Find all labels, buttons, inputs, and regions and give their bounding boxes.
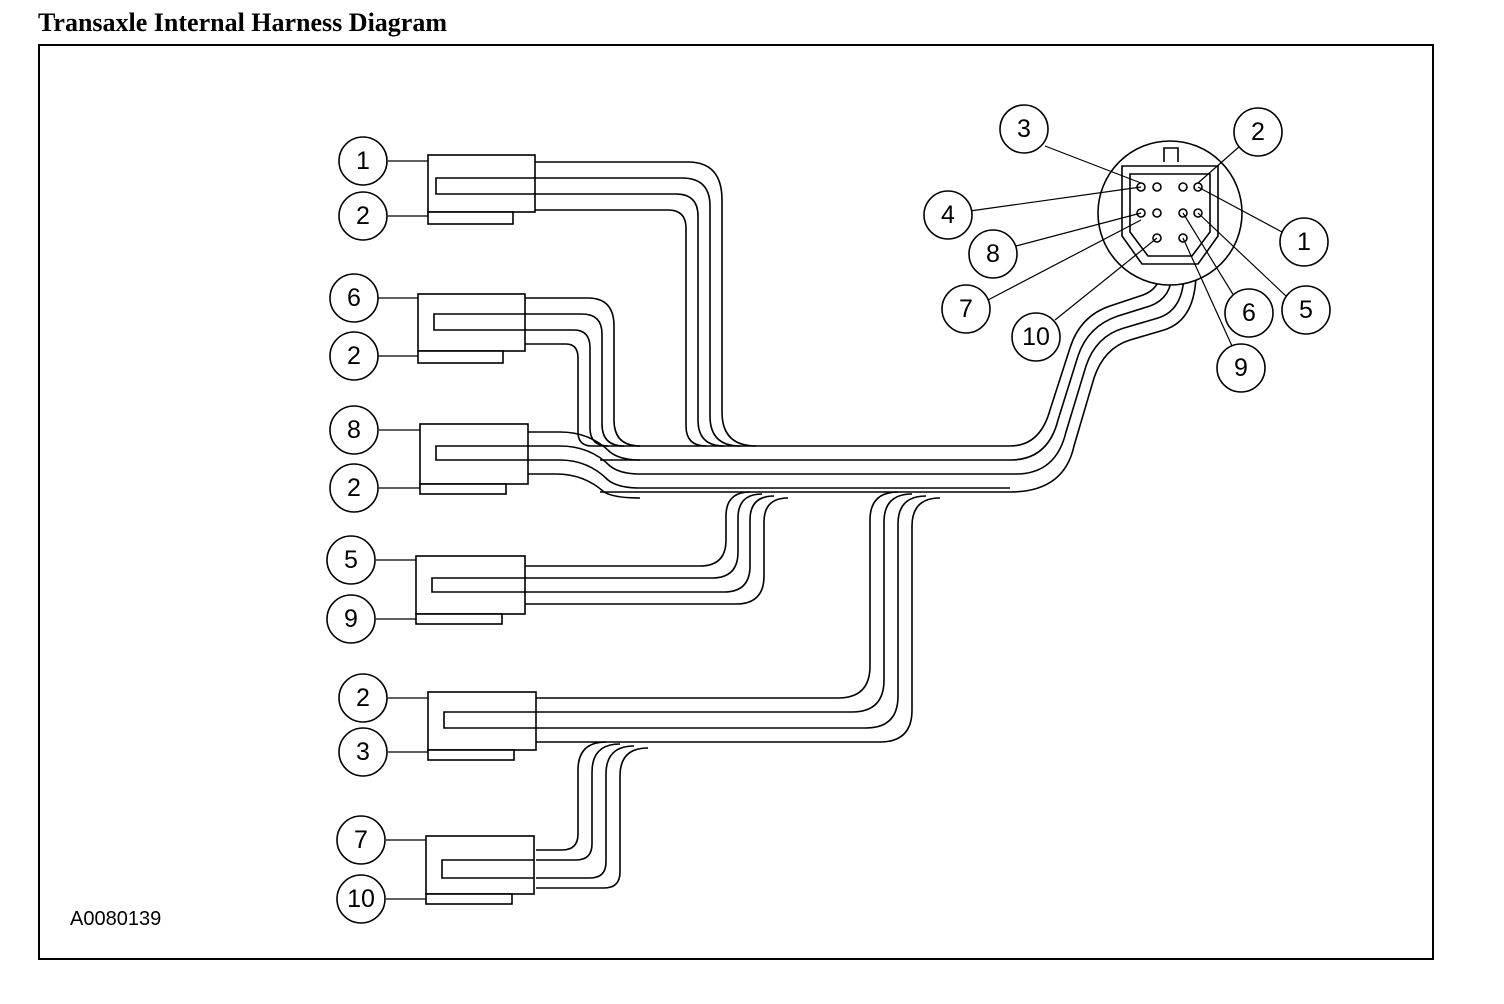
connector-4-callouts: 5 9 xyxy=(326,535,376,644)
harness-wires xyxy=(525,161,1197,889)
svg-text:7: 7 xyxy=(354,826,368,854)
page-title: Transaxle Internal Harness Diagram xyxy=(38,8,447,37)
pin-callout: 9 xyxy=(1216,343,1266,393)
pin-callout: 7 xyxy=(336,815,386,865)
svg-text:3: 3 xyxy=(356,738,370,766)
pin-callout: 5 xyxy=(1281,285,1331,335)
connector-5 xyxy=(427,691,537,761)
pin-callout: 1 xyxy=(1279,217,1329,267)
svg-text:1: 1 xyxy=(1297,228,1311,256)
pin-callout: 8 xyxy=(329,405,379,455)
svg-text:6: 6 xyxy=(347,284,361,312)
pin-callout: 2 xyxy=(329,463,379,513)
connector-2 xyxy=(417,293,526,364)
svg-text:2: 2 xyxy=(1251,118,1265,146)
connector-3 xyxy=(419,423,529,495)
svg-text:9: 9 xyxy=(344,605,358,633)
connector-6-callouts: 7 10 xyxy=(336,815,386,924)
connector-1-callouts: 1 2 xyxy=(338,136,388,241)
connector-5-callouts: 2 3 xyxy=(338,673,388,777)
pin-callout: 2 xyxy=(1233,107,1283,157)
pin-callout: 6 xyxy=(1224,288,1274,338)
figure-id: A0080139 xyxy=(70,908,162,930)
svg-text:8: 8 xyxy=(347,416,361,444)
pin-callout: 2 xyxy=(338,673,388,723)
svg-text:2: 2 xyxy=(347,342,361,370)
pin-callout: 3 xyxy=(338,727,388,777)
svg-text:5: 5 xyxy=(1299,296,1313,324)
pin-callout: 8 xyxy=(968,229,1018,279)
main-connector-callouts: 3 2 4 1 8 7 5 6 xyxy=(923,104,1331,393)
svg-text:2: 2 xyxy=(356,202,370,230)
connector-1 xyxy=(427,154,536,225)
connector-6 xyxy=(425,835,535,905)
svg-text:1: 1 xyxy=(356,147,370,175)
connector-4 xyxy=(415,555,526,625)
pin-callout: 6 xyxy=(329,273,379,323)
main-connector-leaders xyxy=(969,145,1287,347)
svg-text:6: 6 xyxy=(1242,299,1256,327)
pin-callout: 2 xyxy=(329,331,379,381)
pin-callout: 10 xyxy=(336,874,386,924)
connector-leaders xyxy=(376,160,428,900)
svg-text:2: 2 xyxy=(347,474,361,502)
pin-callout: 3 xyxy=(999,104,1049,154)
svg-text:9: 9 xyxy=(1234,354,1248,382)
pin-callout: 2 xyxy=(338,191,388,241)
main-connector xyxy=(1097,140,1243,286)
svg-text:10: 10 xyxy=(347,885,375,913)
svg-text:5: 5 xyxy=(344,546,358,574)
pin-callout: 1 xyxy=(338,136,388,186)
svg-text:4: 4 xyxy=(941,201,955,229)
pin-callout: 7 xyxy=(941,284,991,334)
svg-text:3: 3 xyxy=(1017,115,1031,143)
svg-text:2: 2 xyxy=(356,684,370,712)
pin-callout: 9 xyxy=(326,594,376,644)
diagram-frame xyxy=(38,44,1434,960)
svg-text:7: 7 xyxy=(959,295,973,323)
pin-callout: 4 xyxy=(923,190,973,240)
connector-2-callouts: 6 2 xyxy=(329,273,379,381)
connector-3-callouts: 8 2 xyxy=(329,405,379,513)
svg-text:10: 10 xyxy=(1022,323,1050,351)
pin-callout: 10 xyxy=(1011,312,1061,362)
svg-text:8: 8 xyxy=(986,240,1000,268)
pin-callout: 5 xyxy=(326,535,376,585)
